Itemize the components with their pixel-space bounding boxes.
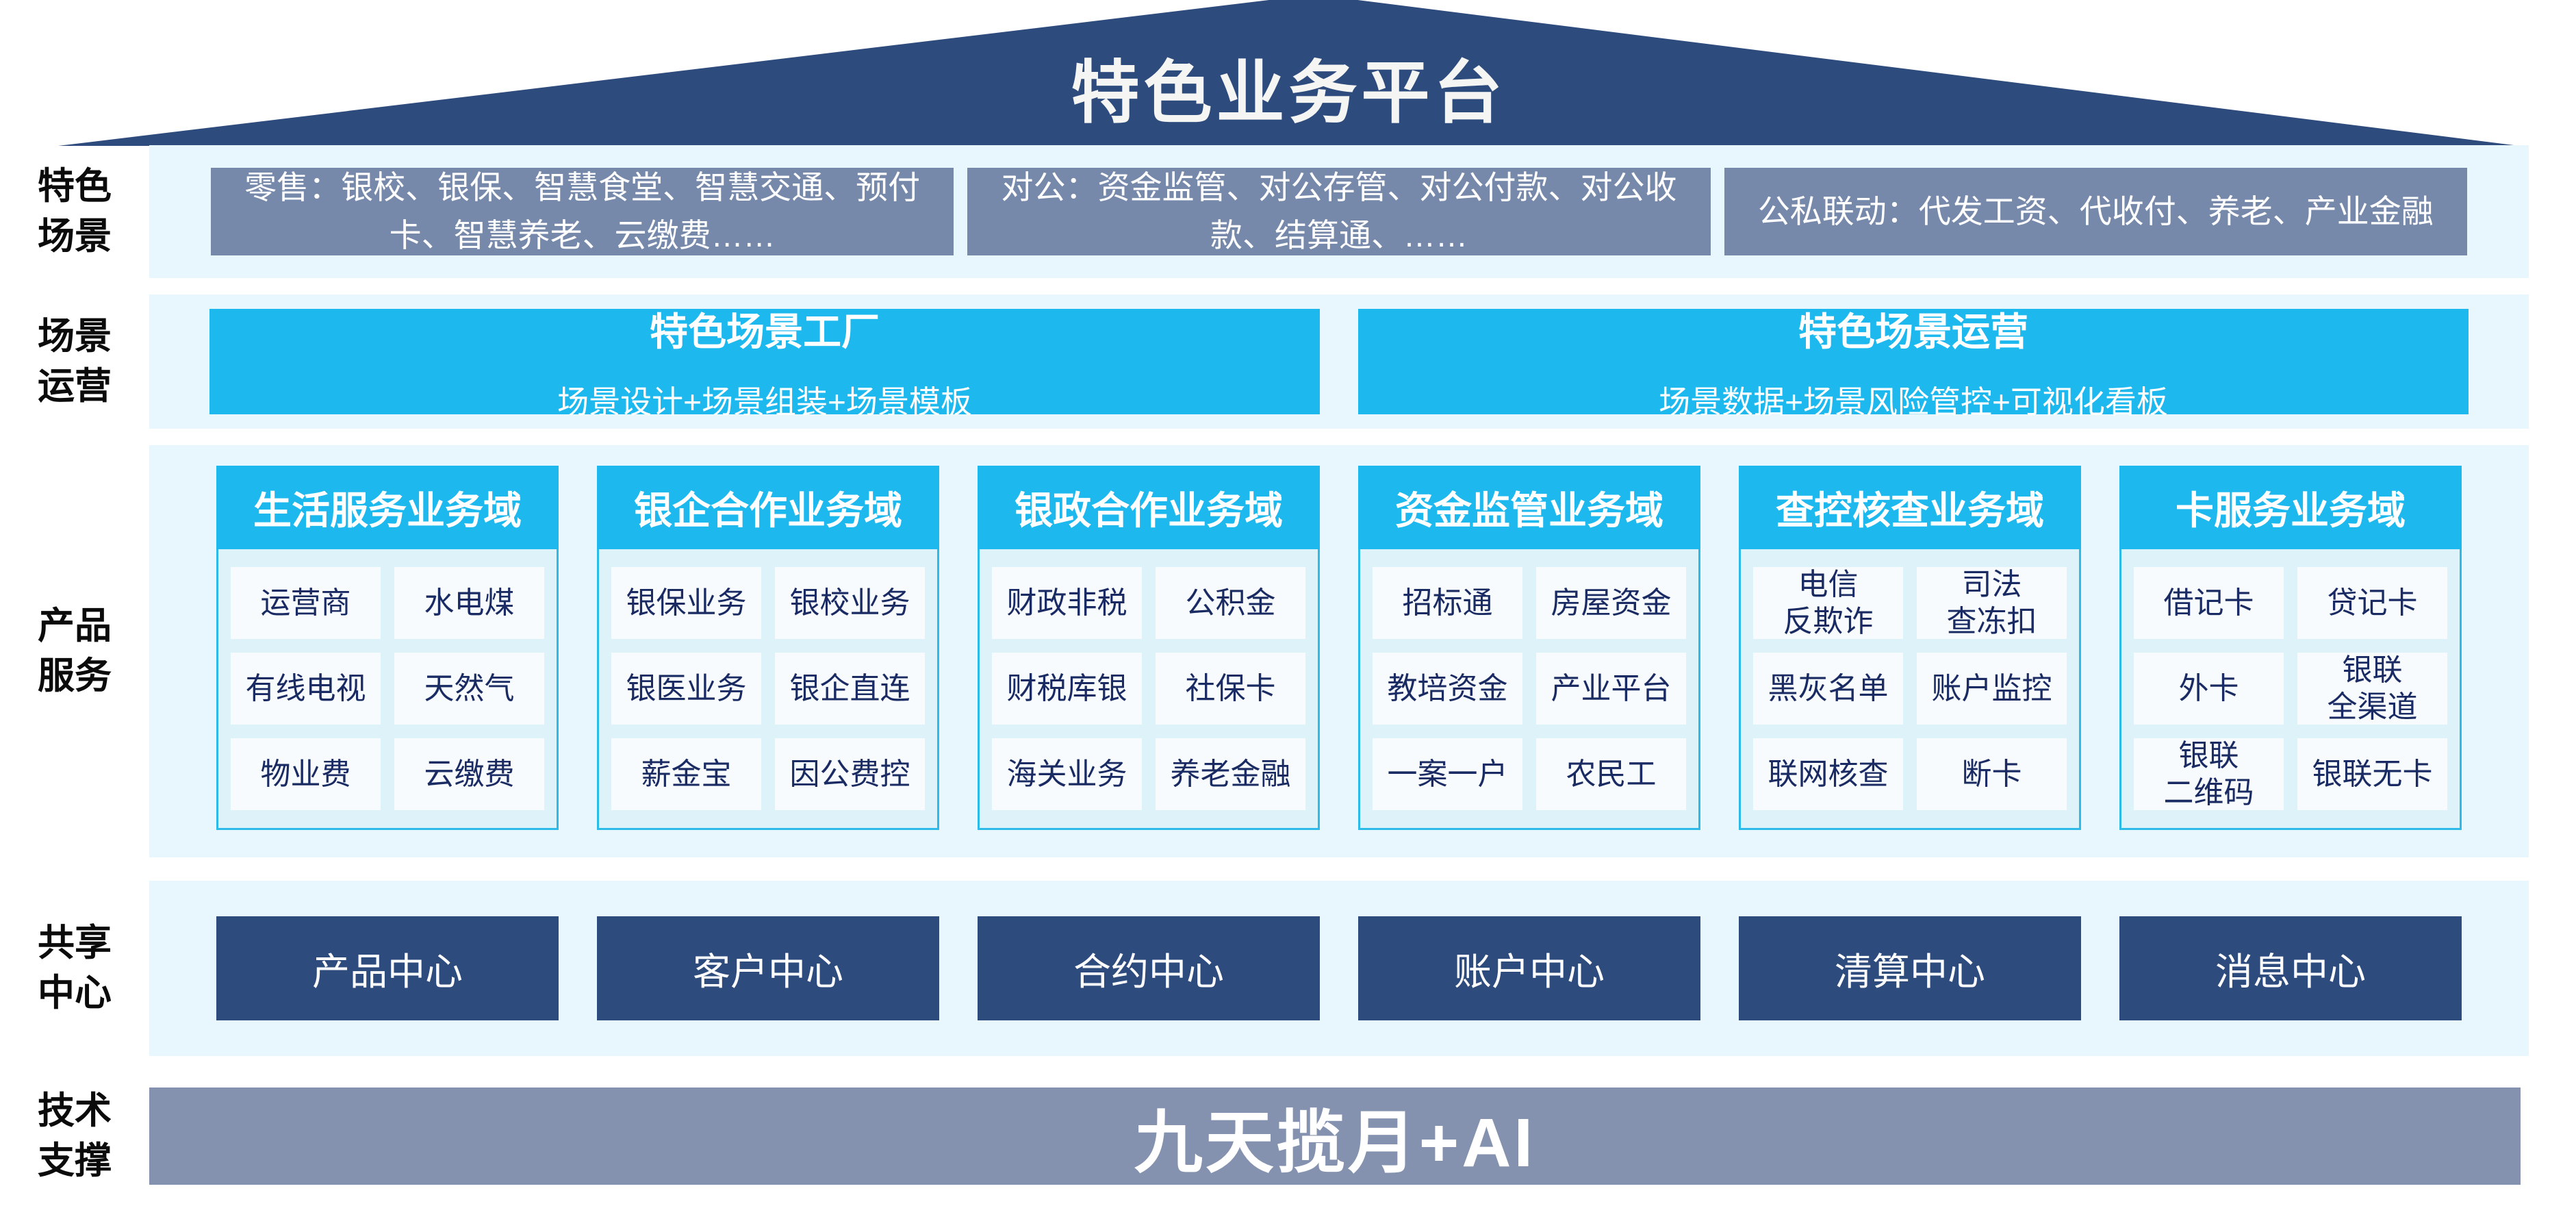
product-row: 黑灰名单 账户监控	[1753, 653, 2067, 725]
product-cell: 因公费控	[775, 738, 925, 810]
product-cell: 银联 二维码	[2134, 738, 2284, 810]
product-row: 电信 反欺诈 司法 查冻扣	[1753, 567, 2067, 639]
product-cell: 薪金宝	[611, 738, 761, 810]
product-column-bank-enterprise: 银企合作业务域 银保业务 银校业务 银医业务 银企直连 薪金宝 因公费控	[597, 466, 939, 830]
product-cell: 水电煤	[394, 567, 544, 639]
scene-box-public-private: 公私联动：代发工资、代收付、养老、产业金融	[1724, 168, 2467, 255]
product-column-body: 电信 反欺诈 司法 查冻扣 黑灰名单 账户监控 联网核查 断卡	[1739, 549, 2081, 830]
tech-support-bar: 九天揽月+AI	[149, 1088, 2521, 1185]
op-box-subtitle: 场景设计+场景组装+场景模板	[557, 384, 972, 420]
product-row: 借记卡 贷记卡	[2134, 567, 2447, 639]
op-box-scene-operation: 特色场景运营 场景数据+场景风险管控+可视化看板	[1358, 309, 2469, 420]
centers-band: 产品中心 客户中心 合约中心 账户中心 清算中心 消息中心	[149, 881, 2529, 1056]
product-cell: 财政非税	[992, 567, 1142, 639]
product-cell: 银联无卡	[2297, 738, 2447, 810]
product-cell: 社保卡	[1156, 653, 1305, 725]
row-label-centers: 共享 中心	[38, 922, 112, 1014]
product-cell: 借记卡	[2134, 567, 2284, 639]
product-cell: 断卡	[1917, 738, 2067, 810]
product-column-body: 运营商 水电煤 有线电视 天然气 物业费 云缴费	[216, 549, 559, 830]
product-row: 招标通 房屋资金	[1373, 567, 1686, 639]
row-label-products: 产品 服务	[38, 605, 112, 696]
product-column-header: 银企合作业务域	[597, 466, 939, 549]
product-cell: 招标通	[1373, 567, 1522, 639]
center-box-product: 产品中心	[216, 916, 559, 1020]
product-row: 联网核查 断卡	[1753, 738, 2067, 810]
row-label-operation: 场景 运营	[38, 316, 112, 407]
product-column-header: 生活服务业务域	[216, 466, 559, 549]
center-box-message: 消息中心	[2119, 916, 2462, 1020]
product-cell: 银企直连	[775, 653, 925, 725]
product-column-life-services: 生活服务业务域 运营商 水电煤 有线电视 天然气 物业费 云缴费	[216, 466, 559, 830]
product-cell: 银保业务	[611, 567, 761, 639]
product-cell: 有线电视	[231, 653, 381, 725]
scenes-band: 零售：银校、银保、智慧食堂、智慧交通、预付 卡、智慧养老、云缴费…… 对公：资金…	[149, 145, 2529, 278]
product-column-header: 查控核查业务域	[1739, 466, 2081, 549]
product-row: 运营商 水电煤	[231, 567, 544, 639]
product-column-fund-supervision: 资金监管业务域 招标通 房屋资金 教培资金 产业平台 一案一户 农民工	[1358, 466, 1700, 830]
roof-banner: 特色业务平台	[58, 0, 2519, 146]
product-column-body: 银保业务 银校业务 银医业务 银企直连 薪金宝 因公费控	[597, 549, 939, 830]
center-box-clearing: 清算中心	[1739, 916, 2081, 1020]
product-cell: 农民工	[1536, 738, 1686, 810]
product-column-header: 资金监管业务域	[1358, 466, 1700, 549]
product-row: 财政非税 公积金	[992, 567, 1305, 639]
product-column-card-services: 卡服务业务域 借记卡 贷记卡 外卡 银联 全渠道 银联 二维码 银联无卡	[2119, 466, 2462, 830]
product-cell: 海关业务	[992, 738, 1142, 810]
center-box-account: 账户中心	[1358, 916, 1700, 1020]
product-cell: 公积金	[1156, 567, 1305, 639]
op-box-scene-factory: 特色场景工厂 场景设计+场景组装+场景模板	[209, 309, 1320, 420]
center-box-contract: 合约中心	[978, 916, 1320, 1020]
product-row: 银保业务 银校业务	[611, 567, 925, 639]
product-cell: 养老金融	[1156, 738, 1305, 810]
product-row: 薪金宝 因公费控	[611, 738, 925, 810]
product-cell: 贷记卡	[2297, 567, 2447, 639]
product-cell: 物业费	[231, 738, 381, 810]
product-cell: 联网核查	[1753, 738, 1903, 810]
product-row: 物业费 云缴费	[231, 738, 544, 810]
op-box-title: 特色场景工厂	[650, 310, 880, 353]
products-band: 生活服务业务域 运营商 水电煤 有线电视 天然气 物业费 云缴费 银企合作业务域	[149, 445, 2529, 857]
scene-box-corporate: 对公：资金监管、对公存管、对公付款、对公收 款、结算通、……	[967, 168, 1711, 255]
row-label-tech: 技术 支撑	[38, 1090, 112, 1181]
product-column-body: 招标通 房屋资金 教培资金 产业平台 一案一户 农民工	[1358, 549, 1700, 830]
product-row: 银医业务 银企直连	[611, 653, 925, 725]
product-cell: 教培资金	[1373, 653, 1522, 725]
product-cell: 云缴费	[394, 738, 544, 810]
product-cell: 账户监控	[1917, 653, 2067, 725]
product-cell: 黑灰名单	[1753, 653, 1903, 725]
product-row: 银联 二维码 银联无卡	[2134, 738, 2447, 810]
product-cell: 银校业务	[775, 567, 925, 639]
product-cell: 产业平台	[1536, 653, 1686, 725]
product-cell: 电信 反欺诈	[1753, 567, 1903, 639]
product-column-body: 财政非税 公积金 财税库银 社保卡 海关业务 养老金融	[978, 549, 1320, 830]
center-box-customer: 客户中心	[597, 916, 939, 1020]
page-title: 特色业务平台	[1071, 55, 1507, 131]
product-column-header: 银政合作业务域	[978, 466, 1320, 549]
product-cell: 司法 查冻扣	[1917, 567, 2067, 639]
product-row: 外卡 银联 全渠道	[2134, 653, 2447, 725]
row-label-scenes: 特色 场景	[38, 166, 112, 257]
product-cell: 财税库银	[992, 653, 1142, 725]
product-cell: 银医业务	[611, 653, 761, 725]
op-box-subtitle: 场景数据+场景风险管控+可视化看板	[1659, 384, 2168, 420]
product-row: 海关业务 养老金融	[992, 738, 1305, 810]
product-column-bank-government: 银政合作业务域 财政非税 公积金 财税库银 社保卡 海关业务 养老金融	[978, 466, 1320, 830]
product-cell: 外卡	[2134, 653, 2284, 725]
product-row: 财税库银 社保卡	[992, 653, 1305, 725]
product-column-body: 借记卡 贷记卡 外卡 银联 全渠道 银联 二维码 银联无卡	[2119, 549, 2462, 830]
product-cell: 银联 全渠道	[2297, 653, 2447, 725]
product-row: 教培资金 产业平台	[1373, 653, 1686, 725]
operation-band: 特色场景工厂 场景设计+场景组装+场景模板 特色场景运营 场景数据+场景风险管控…	[149, 294, 2529, 429]
op-box-title: 特色场景运营	[1798, 310, 2028, 353]
product-column-inquiry-verification: 查控核查业务域 电信 反欺诈 司法 查冻扣 黑灰名单 账户监控 联网核查 断卡	[1739, 466, 2081, 830]
product-row: 一案一户 农民工	[1373, 738, 1686, 810]
scene-box-retail: 零售：银校、银保、智慧食堂、智慧交通、预付 卡、智慧养老、云缴费……	[211, 168, 954, 255]
product-cell: 运营商	[231, 567, 381, 639]
product-row: 有线电视 天然气	[231, 653, 544, 725]
product-cell: 房屋资金	[1536, 567, 1686, 639]
product-cell: 一案一户	[1373, 738, 1522, 810]
product-column-header: 卡服务业务域	[2119, 466, 2462, 549]
product-cell: 天然气	[394, 653, 544, 725]
